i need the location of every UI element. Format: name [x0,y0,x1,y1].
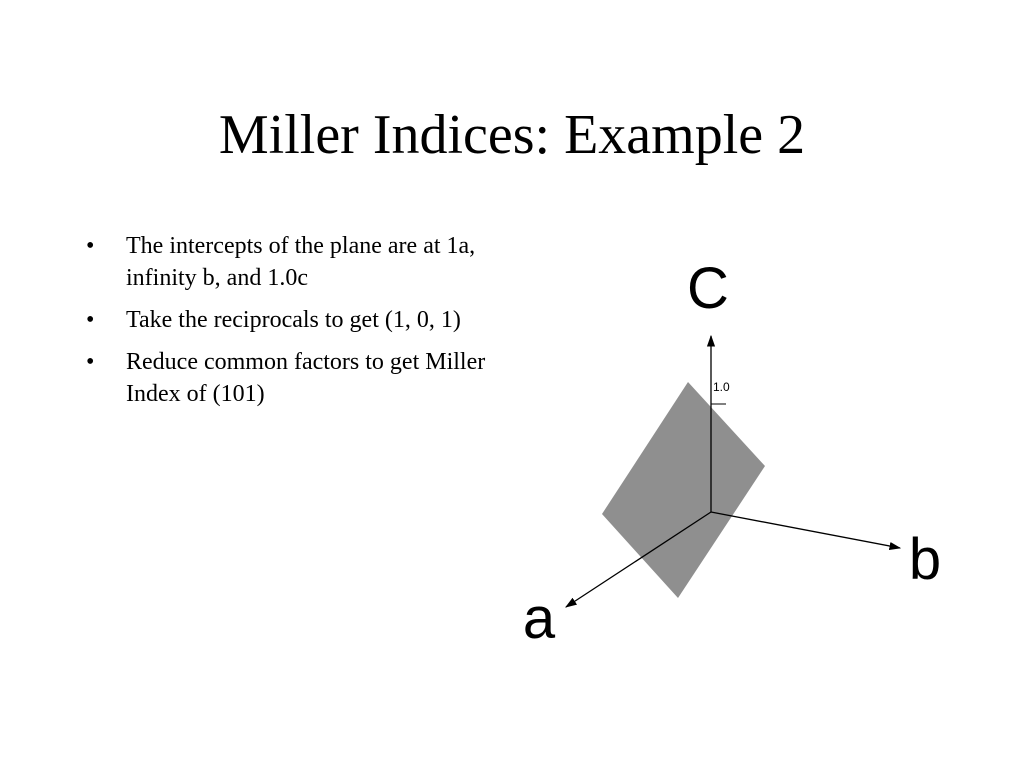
slide-title: Miller Indices: Example 2 [218,104,806,166]
c-intercept-label: 1.0 [713,380,730,394]
a-axis-label: a [523,586,556,651]
bullet-item: • Reduce common factors to get Miller In… [86,346,506,410]
bullet-list: • The intercepts of the plane are at 1a,… [86,230,506,420]
miller-plane-diagram: 1.0 C b a [523,256,941,651]
crystal-plane [602,382,765,598]
b-axis [710,511,902,551]
b-axis-label: b [909,527,941,592]
bullet-dot: • [86,307,95,333]
a-axis [565,511,712,608]
bullet-item: • The intercepts of the plane are at 1a,… [86,230,506,294]
bullet-dot: • [86,349,95,375]
bullet-text: The intercepts of the plane are at 1a, i… [126,233,476,291]
bullet-item: • Take the reciprocals to get (1, 0, 1) [86,304,506,336]
c-axis-label: C [687,256,729,321]
bullet-text: Take the reciprocals to get (1, 0, 1) [126,307,461,333]
bullet-dot: • [86,233,95,259]
bullet-text: Reduce common factors to get Miller Inde… [126,349,486,407]
